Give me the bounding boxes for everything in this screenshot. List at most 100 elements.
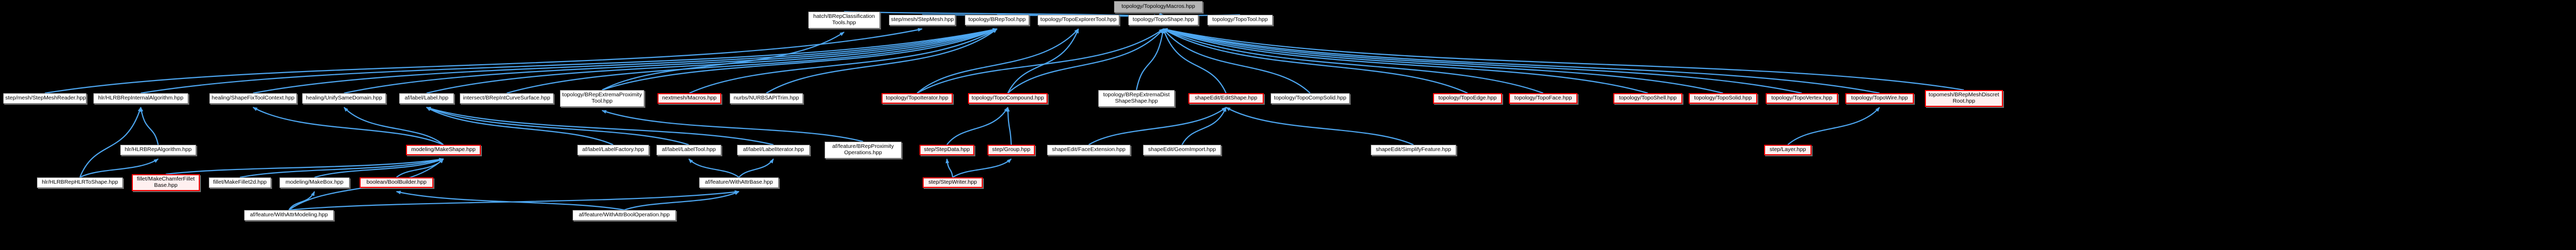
graph-edge xyxy=(426,106,689,146)
graph-node[interactable]: topology/TopoExplorerTool.hpp xyxy=(1038,15,1119,25)
graph-node-label: hatch/BRepClassification Tools.hpp xyxy=(813,13,875,26)
graph-node-label: modeling/MakeShape.hpp xyxy=(411,146,476,153)
graph-node[interactable]: shapeEdit/GeomImport.hpp xyxy=(1143,145,1221,155)
graph-node-label: hlr/HLRBRepHLRToShape.hpp xyxy=(42,179,118,186)
graph-node-label: af/feature/WithAttrBase.hpp xyxy=(705,179,773,186)
graph-node[interactable]: af/feature/WithAttrBoolOperation.hpp xyxy=(573,210,676,221)
graph-edge xyxy=(1163,28,1964,91)
graph-node[interactable]: step/Layer.hpp xyxy=(1764,145,1812,155)
graph-node[interactable]: topology/TopoShell.hpp xyxy=(1613,93,1682,104)
graph-edge xyxy=(624,191,740,211)
graph-node[interactable]: topology/BRepExtremaDist ShapeShape.hpp xyxy=(1098,90,1175,107)
graph-node[interactable]: topology/TopoVertex.hpp xyxy=(1766,93,1838,104)
graph-node[interactable]: shapeEdit/EditShape.hpp xyxy=(1188,93,1264,104)
edges xyxy=(44,11,1964,211)
graph-edge xyxy=(426,28,998,94)
graph-node[interactable]: topology/TopoCompound.hpp xyxy=(968,93,1048,104)
graph-edge xyxy=(253,28,998,94)
graph-node-label: af/feature/WithAttrModeling.hpp xyxy=(250,212,328,218)
graph-node[interactable]: healing/UnifySameDomain.hpp xyxy=(302,93,386,104)
graph-node-label: topology/TopoSolid.hpp xyxy=(1694,95,1752,102)
graph-node[interactable]: af/label/LabelFactory.hpp xyxy=(577,145,649,155)
graph-edge xyxy=(1225,107,1414,146)
graph-edge xyxy=(602,32,845,91)
graph-node-label: healing/UnifySameDomain.hpp xyxy=(306,95,382,102)
graph-edge xyxy=(79,107,142,178)
graph-node[interactable]: modeling/MakeBox.hpp xyxy=(279,177,350,188)
graph-node[interactable]: topology/BRepTool.hpp xyxy=(965,15,1029,25)
graph-node[interactable]: step/StepWriter.hpp xyxy=(923,177,983,188)
graph-node-label: modeling/MakeBox.hpp xyxy=(285,179,344,186)
graph-node[interactable]: fillet/MakeChamferFillet Base.hpp xyxy=(132,174,200,191)
graph-edge xyxy=(166,157,444,175)
graph-node-label: topology/TopoShape.hpp xyxy=(1132,16,1194,23)
graph-node[interactable]: topology/TopoEdge.hpp xyxy=(1433,93,1502,104)
graph-edge xyxy=(602,109,864,143)
graph-edge xyxy=(139,107,159,145)
graph-node[interactable]: topomesh/BRepMeshDiscret Root.hpp xyxy=(1925,90,2003,107)
graph-node-label: fillet/MakeFillet2d.hpp xyxy=(213,179,267,186)
graph-edge xyxy=(1163,28,1311,94)
graph-node[interactable]: shapeEdit/FaceExtension.hpp xyxy=(1047,145,1130,155)
graph-node[interactable]: nextmesh/Macros.hpp xyxy=(657,93,721,104)
graph-node-label: hlr/HLRBRepInternalAlgorithm.hpp xyxy=(98,95,183,102)
graph-edge xyxy=(916,28,1079,94)
graph-node[interactable]: boolean/BoolBuilder.hpp xyxy=(360,177,433,188)
graph-edge xyxy=(506,28,998,94)
graph-node[interactable]: step/mesh/StepMesh.hpp xyxy=(889,15,955,25)
graph-node[interactable]: topology/TopoCompSolid.hpp xyxy=(1271,93,1350,104)
graph-node-label: step/StepWriter.hpp xyxy=(928,179,977,186)
graph-node-label: topology/TopoWire.hpp xyxy=(1851,95,1908,102)
graph-node[interactable]: topology/TopoIterator.hpp xyxy=(882,93,953,104)
graph-edge xyxy=(79,158,159,178)
graph-node[interactable]: topology/TopologyMacros.hpp xyxy=(1114,1,1203,13)
graph-node-label: step/Layer.hpp xyxy=(1769,146,1806,153)
graph-edge xyxy=(738,158,774,178)
graph-edge xyxy=(916,28,1164,94)
graph-node[interactable]: af/feature/WithAttrModeling.hpp xyxy=(244,210,334,221)
graph-node[interactable]: topology/TopoSolid.hpp xyxy=(1689,93,1757,104)
graph-node[interactable]: af/feature/WithAttrBase.hpp xyxy=(699,177,779,188)
graph-edge xyxy=(44,28,923,94)
graph-edge xyxy=(945,158,954,178)
graph-edge xyxy=(1163,28,1227,94)
graph-node-label: fillet/MakeChamferFillet Base.hpp xyxy=(137,176,195,188)
graph-edge xyxy=(253,107,444,146)
graph-node[interactable]: shapeEdit/SimplifyFeature.hpp xyxy=(1371,145,1456,155)
graph-node[interactable]: hlr/HLRBRepAlgorithm.hpp xyxy=(120,145,196,155)
graph-node[interactable]: nurbs/NURBSAPITrim.hpp xyxy=(730,93,803,104)
graph-node-label: hlr/HLRBRepAlgorithm.hpp xyxy=(124,146,192,153)
graph-node[interactable]: hlr/HLRBRepInternalAlgorithm.hpp xyxy=(93,93,188,104)
graph-node-label: af/label/LabelFactory.hpp xyxy=(582,146,644,153)
graph-edge xyxy=(314,158,444,178)
graph-edge xyxy=(426,106,774,146)
graph-node[interactable]: topology/TopoFace.hpp xyxy=(1509,93,1577,104)
graph-node[interactable]: healing/ShapeFixToolContext.hpp xyxy=(209,93,297,104)
graph-node[interactable]: intersect/BRepIntCurveSurface.hpp xyxy=(460,93,554,104)
graph-node[interactable]: fillet/MakeFillet2d.hpp xyxy=(209,177,271,188)
graph-node[interactable]: af/label/LabelTool.hpp xyxy=(656,145,721,155)
graph-node[interactable]: af/label/LabelIterator.hpp xyxy=(737,145,810,155)
graph-edge xyxy=(396,191,625,211)
graph-node[interactable]: hlr/HLRBRepHLRToShape.hpp xyxy=(37,177,123,188)
graph-edge xyxy=(426,107,614,146)
graph-node[interactable]: topology/TopoTool.hpp xyxy=(1207,15,1273,25)
graph-node[interactable]: modeling/MakeShape.hpp xyxy=(406,145,481,155)
graph-node[interactable]: hatch/BRepClassification Tools.hpp xyxy=(808,12,880,28)
graph-node-label: nextmesh/Macros.hpp xyxy=(662,95,717,102)
graph-node[interactable]: step/mesh/StepMeshReader.hpp xyxy=(3,93,86,104)
graph-node[interactable]: topology/TopoWire.hpp xyxy=(1845,93,1914,104)
graph-node[interactable]: topology/BRepExtremaProximity Tool.hpp xyxy=(560,90,644,107)
graph-edge xyxy=(239,158,444,178)
graph-node[interactable]: step/StepData.hpp xyxy=(919,145,974,155)
graph-node-label: topology/TopoCompSolid.hpp xyxy=(1274,95,1347,102)
graph-node[interactable]: af/label/Label.hpp xyxy=(399,93,454,104)
graph-node-label: af/label/Label.hpp xyxy=(404,95,449,102)
graph-node[interactable]: af/feature/BRepProximity Operations.hpp xyxy=(825,142,902,158)
graph-edge xyxy=(1163,28,1544,94)
graph-edge xyxy=(1182,107,1227,145)
graph-node[interactable]: step/Group.hpp xyxy=(987,145,1035,155)
graph-node-label: nurbs/NURBSAPITrim.hpp xyxy=(733,95,799,102)
graph-node[interactable]: topology/TopoShape.hpp xyxy=(1128,15,1198,25)
